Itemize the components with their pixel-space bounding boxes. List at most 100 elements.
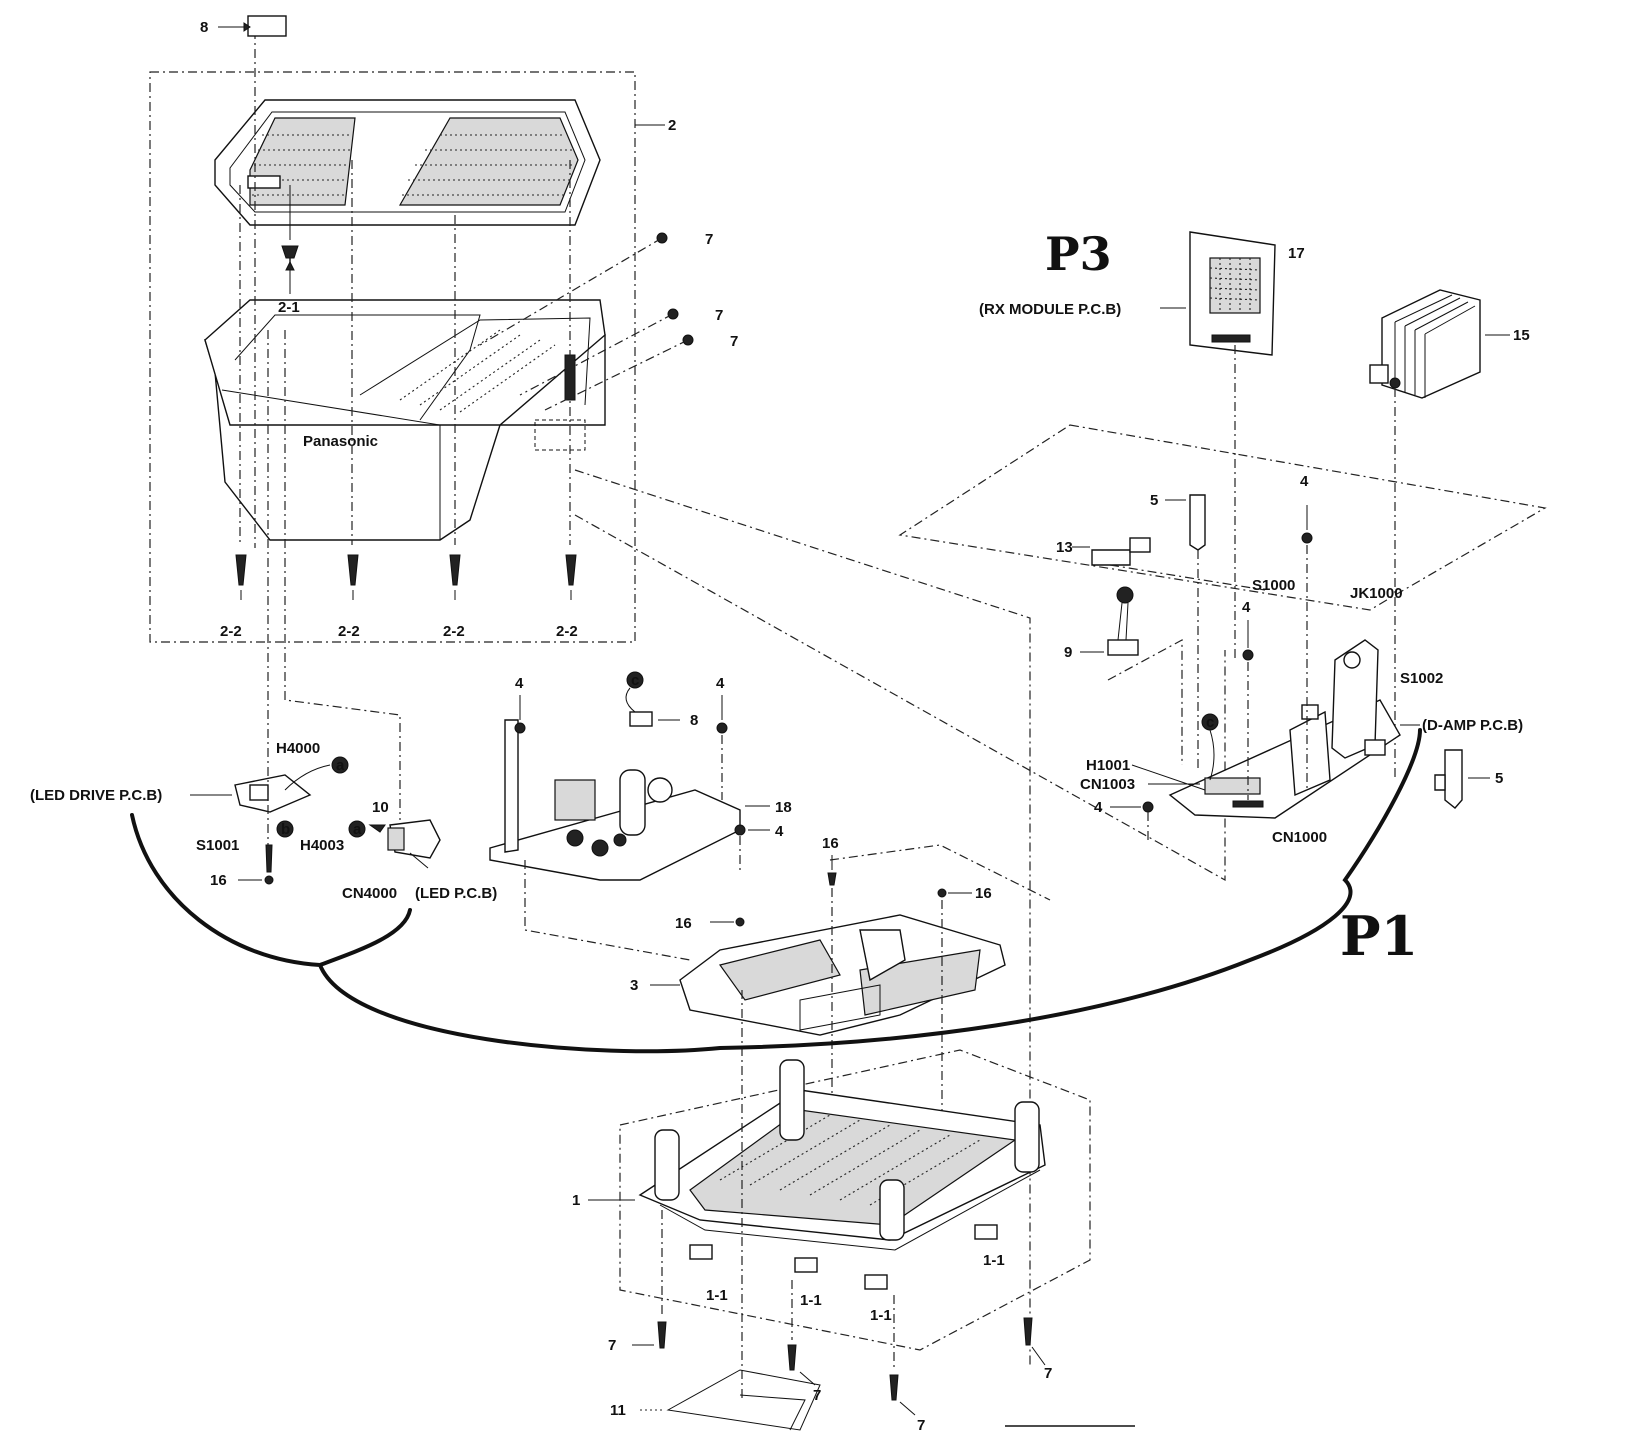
label-15: 15 xyxy=(1513,327,1530,344)
foot-1 xyxy=(689,1244,713,1260)
label-7-c: 7 xyxy=(730,333,738,350)
label-7-d: 7 xyxy=(608,1337,616,1354)
connector-letter-c-right: c xyxy=(1206,714,1214,731)
label-2-1: 2-1 xyxy=(278,299,300,316)
label-2-2-c: 2-2 xyxy=(443,623,465,640)
top-cover-window xyxy=(247,175,281,189)
label-1-1-a: 1-1 xyxy=(706,1287,728,1304)
label-7-a: 7 xyxy=(705,231,713,248)
label-18: 18 xyxy=(775,799,792,816)
chassis-center-post xyxy=(859,929,906,982)
connector-letter-b: b xyxy=(281,821,290,838)
label-2-2-d: 2-2 xyxy=(556,623,578,640)
label-cn4000: CN4000 xyxy=(342,885,397,902)
screws-16-chassis xyxy=(710,844,1051,1120)
power-cap-3 xyxy=(613,833,627,847)
screw-4-power-right xyxy=(716,695,728,800)
screws-7-base xyxy=(632,990,1046,1416)
part-9-harness xyxy=(1080,586,1183,765)
cabinet-hidden-bracket xyxy=(534,419,586,451)
label-d-amp-pcb: (D-AMP P.C.B) xyxy=(1422,717,1523,734)
label-jk1000: JK1000 xyxy=(1350,585,1403,602)
connector-c-power xyxy=(625,671,680,727)
label-7-b: 7 xyxy=(715,307,723,324)
screw-16-left xyxy=(238,844,274,885)
label-8-mid: 8 xyxy=(690,712,698,729)
label-s1001: S1001 xyxy=(196,837,239,854)
cn1000-connector xyxy=(1232,800,1264,808)
label-4-f: 4 xyxy=(775,823,784,840)
label-1-1-b: 1-1 xyxy=(800,1292,822,1309)
handwritten-p1: P1 xyxy=(1340,904,1418,968)
part-4-mid xyxy=(1242,620,1254,800)
screw-4-power-low xyxy=(734,824,770,870)
label-16-b: 16 xyxy=(822,835,839,852)
label-2-2-b: 2-2 xyxy=(338,623,360,640)
label-s1002: S1002 xyxy=(1400,670,1443,687)
s1002-switch xyxy=(1364,739,1386,756)
cabinet-rail-slots xyxy=(399,329,556,413)
label-1-1-d: 1-1 xyxy=(983,1252,1005,1269)
cabinet-inner-tray xyxy=(234,314,481,421)
hand-drawn-cable xyxy=(130,728,1422,1054)
label-3: 3 xyxy=(630,977,638,994)
label-13: 13 xyxy=(1056,539,1073,556)
label-7-f: 7 xyxy=(917,1417,925,1434)
connector-a-upper xyxy=(331,756,349,774)
power-transformer xyxy=(554,779,596,821)
screws-2-2 xyxy=(235,554,577,600)
top-cover-grille-right xyxy=(398,117,579,206)
label-4-d: 4 xyxy=(515,675,524,692)
label-16-a: 16 xyxy=(210,872,227,889)
led-drive-board xyxy=(190,330,331,870)
s1000-block xyxy=(1289,710,1331,797)
label-5-a: 5 xyxy=(1150,492,1158,509)
label-rx-module-pcb: (RX MODULE P.C.B) xyxy=(979,301,1121,318)
heatsink-15 xyxy=(1369,289,1510,780)
part-4-low xyxy=(1110,801,1154,840)
base xyxy=(588,1059,1046,1290)
label-4-c: 4 xyxy=(1094,799,1103,816)
label-4-a: 4 xyxy=(1300,473,1309,490)
power-cap-1 xyxy=(566,829,584,847)
dash-power-to-chassis xyxy=(524,860,691,961)
label-11: 11 xyxy=(610,1402,626,1419)
cn1003-connector xyxy=(1204,777,1261,795)
brand-logo: Panasonic xyxy=(303,433,378,450)
label-10: 10 xyxy=(372,799,389,816)
screw-7-group xyxy=(479,232,694,411)
label-led-pcb: (LED P.C.B) xyxy=(415,885,497,902)
label-8-top: 8 xyxy=(200,19,208,36)
chassis xyxy=(650,914,1006,1036)
dash-link-cabinet-to-damp xyxy=(574,514,1226,882)
label-1-1-c: 1-1 xyxy=(870,1307,892,1324)
d-amp-dash-outline xyxy=(898,424,1547,611)
label-h4003: H4003 xyxy=(300,837,344,854)
power-capacitor-large xyxy=(619,769,646,836)
label-5-b: 5 xyxy=(1495,770,1503,787)
part-11-sheet xyxy=(640,1369,821,1431)
power-cap-2 xyxy=(591,839,609,857)
cabinet-top-face xyxy=(204,299,606,426)
chassis-slot xyxy=(799,984,881,1031)
cabinet-dash-box xyxy=(149,71,636,643)
power-board-heatsink xyxy=(504,719,519,853)
connector-letter-c-power: c xyxy=(631,672,639,689)
part-13 xyxy=(1072,537,1266,591)
foot-3 xyxy=(864,1274,888,1290)
s1000-switch xyxy=(1301,704,1319,720)
label-2: 2 xyxy=(668,117,676,134)
part-4-top xyxy=(1301,505,1313,790)
label-1: 1 xyxy=(572,1192,580,1209)
base-post-4 xyxy=(879,1179,905,1241)
labels: P3 P1 (RX MODULE P.C.B) (D-AMP P.C.B) (L… xyxy=(30,19,1530,1434)
rx-module-connector xyxy=(1211,334,1251,343)
hand-drawn-cable-branch xyxy=(318,908,412,967)
chassis-grille-left xyxy=(718,939,841,1001)
label-led-drive-pcb: (LED DRIVE P.C.B) xyxy=(30,787,162,804)
label-s1000: S1000 xyxy=(1252,577,1295,594)
foot-4 xyxy=(974,1224,998,1240)
label-4-e: 4 xyxy=(716,675,725,692)
part-5-top xyxy=(1165,494,1206,770)
